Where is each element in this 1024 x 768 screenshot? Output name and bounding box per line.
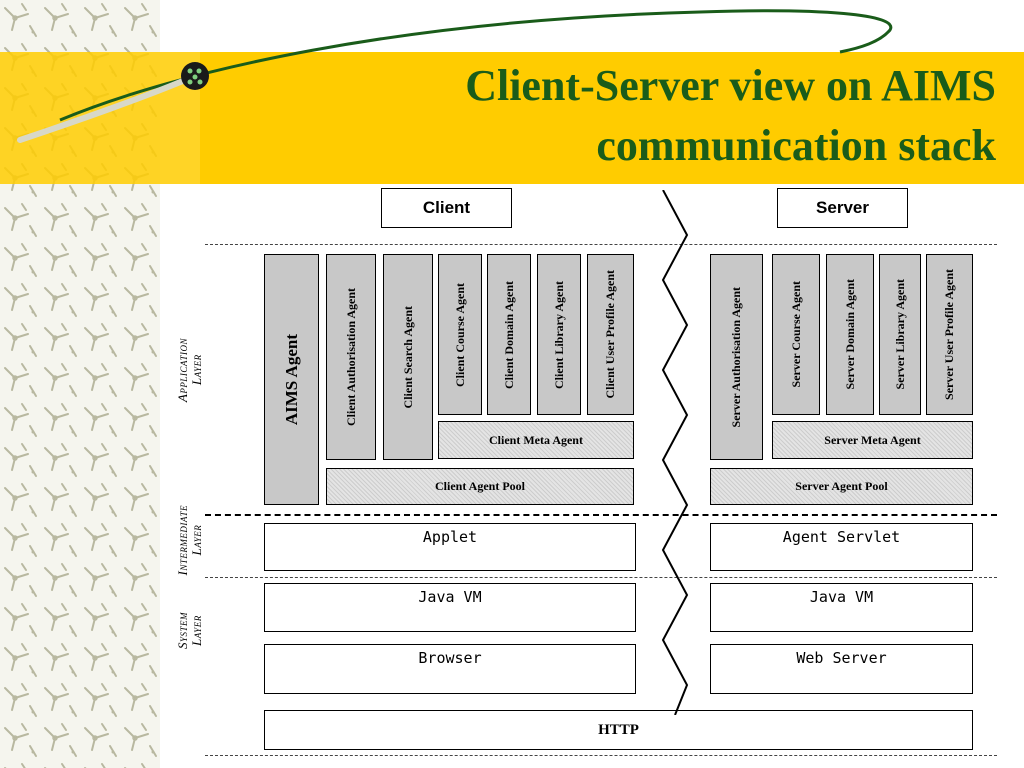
server-authorisation-agent: Server Authorisation Agent (710, 254, 763, 460)
separator-bottom (205, 755, 997, 756)
server-meta-agent-label: Server Meta Agent (824, 432, 921, 447)
agent-servlet-label: Agent Servlet (782, 528, 901, 546)
server-agent-pool-label: Server Agent Pool (795, 479, 888, 493)
slide-title: Client-Server view on AIMS communication… (465, 56, 996, 176)
client-user-profile-agent: Client User Profile Agent (587, 254, 634, 415)
client-search-agent-label: Client Search Agent (400, 305, 415, 409)
applet-box: Applet (264, 523, 636, 571)
client-course-agent-label: Client Course Agent (452, 282, 467, 387)
system-layer-label: System Layer (175, 612, 204, 650)
server-course-agent-label: Server Course Agent (788, 281, 803, 388)
server-java-vm-label: Java VM (809, 588, 874, 606)
client-library-agent: Client Library Agent (537, 254, 581, 415)
aims-agent-label: AIMS Agent (281, 333, 301, 426)
client-header-label: Client (422, 198, 471, 217)
client-agent-pool-label: Client Agent Pool (435, 479, 525, 493)
client-user-profile-agent-label: Client User Profile Agent (603, 270, 617, 399)
server-user-profile-agent-label: Server User Profile Agent (942, 269, 956, 400)
intermediate-layer-label-2: Layer (189, 524, 204, 556)
aims-agent: AIMS Agent (264, 254, 319, 505)
intermediate-layer-label: Intermediate Layer (175, 505, 204, 576)
server-authorisation-agent-label: Server Authorisation Agent (729, 286, 743, 428)
application-layer-label-2: Layer (189, 354, 204, 386)
client-course-agent: Client Course Agent (438, 254, 482, 415)
zigzag-divider (661, 190, 689, 715)
web-server-box: Web Server (710, 644, 973, 694)
separator-application (205, 514, 997, 516)
http-label: HTTP (598, 721, 639, 738)
server-meta-agent: Server Meta Agent (772, 421, 973, 459)
separator-intermediate (205, 577, 997, 578)
intermediate-layer-label-1: Intermediate (175, 505, 190, 576)
server-user-profile-agent: Server User Profile Agent (926, 254, 973, 415)
applet-label: Applet (422, 528, 478, 546)
server-header-label: Server (816, 198, 869, 217)
browser-box: Browser (264, 644, 636, 694)
server-agent-pool: Server Agent Pool (710, 468, 973, 505)
client-authorisation-agent: Client Authorisation Agent (326, 254, 376, 460)
server-domain-agent: Server Domain Agent (826, 254, 874, 415)
server-course-agent: Server Course Agent (772, 254, 820, 415)
client-agent-pool: Client Agent Pool (326, 468, 634, 505)
server-header: Server (777, 188, 908, 228)
client-java-vm-label: Java VM (418, 588, 482, 606)
client-meta-agent-label: Client Meta Agent (489, 432, 583, 447)
web-server-label: Web Server (796, 649, 887, 667)
server-library-agent-label: Server Library Agent (892, 279, 907, 390)
client-authorisation-agent-label: Client Authorisation Agent (343, 287, 358, 426)
client-domain-agent-label: Client Domain Agent (501, 280, 516, 389)
client-java-vm-box: Java VM (264, 583, 636, 632)
application-layer-label: Application Layer (175, 338, 204, 403)
server-domain-agent-label: Server Domain Agent (842, 279, 857, 390)
server-library-agent: Server Library Agent (879, 254, 921, 415)
browser-label: Browser (418, 649, 482, 667)
client-header: Client (381, 188, 512, 228)
title-banner (200, 52, 1024, 184)
client-domain-agent: Client Domain Agent (487, 254, 531, 415)
http-box: HTTP (264, 710, 973, 750)
client-library-agent-label: Client Library Agent (551, 280, 566, 389)
client-search-agent: Client Search Agent (383, 254, 433, 460)
separator-top (205, 244, 997, 245)
system-layer-label-2: Layer (189, 615, 204, 646)
slide-title-line1: Client-Server view on AIMS (465, 61, 996, 110)
banner-left-strip (0, 52, 200, 184)
slide-title-line2: communication stack (596, 121, 996, 170)
system-layer-label-1: System (175, 612, 190, 650)
application-layer-label-1: Application (175, 338, 190, 403)
swoosh-decoration (17, 9, 893, 143)
client-meta-agent: Client Meta Agent (438, 421, 634, 459)
server-java-vm-box: Java VM (710, 583, 973, 632)
agent-servlet-box: Agent Servlet (710, 523, 973, 571)
